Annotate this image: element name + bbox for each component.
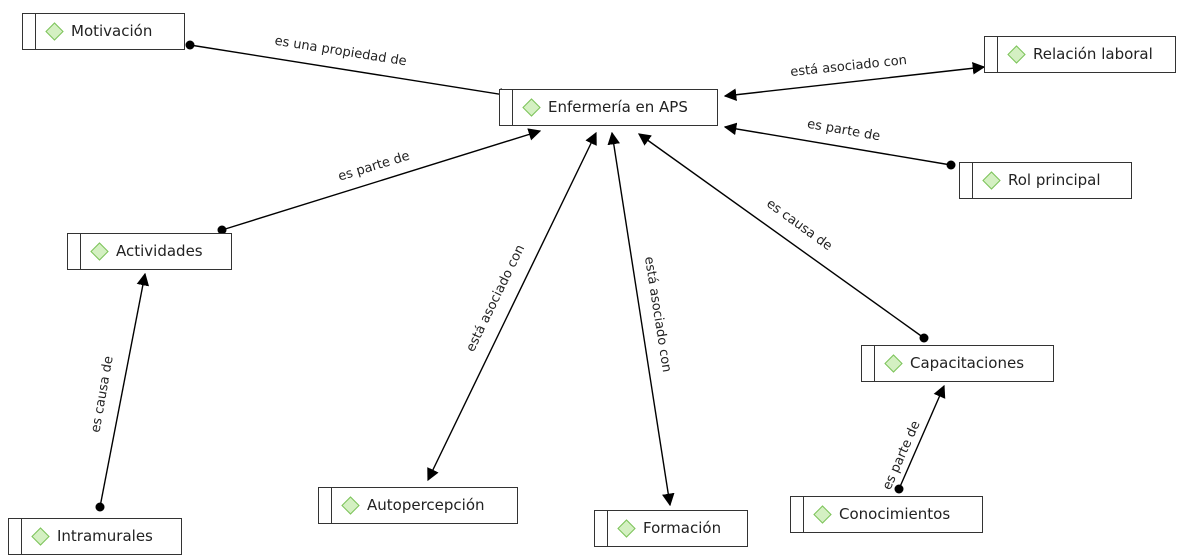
- relation-rol-enfermeria[interactable]: es parte de: [723, 117, 956, 170]
- concept-relacion-laboral[interactable]: Relación laboral: [984, 36, 1176, 73]
- relation-label: está asociado con: [790, 53, 908, 80]
- node-strip: [607, 511, 608, 546]
- relation-intramurales-actividades[interactable]: es causa de: [88, 272, 150, 512]
- concept-label: Intramurales: [57, 527, 153, 545]
- relation-motivacion-enfermeria[interactable]: es una propiedad de: [185, 34, 513, 101]
- concept-capacitaciones[interactable]: Capacitaciones: [861, 345, 1054, 382]
- concept-intramurales[interactable]: Intramurales: [8, 518, 182, 555]
- concept-diamond-icon: [31, 527, 50, 546]
- node-strip: [512, 90, 513, 125]
- concept-diamond-icon: [45, 22, 64, 41]
- concept-rol-principal[interactable]: Rol principal: [959, 162, 1132, 199]
- relation-capacitaciones-enfermeria[interactable]: es causa de: [637, 133, 929, 343]
- concept-enfermeria[interactable]: Enfermería en APS: [499, 89, 718, 126]
- relation-label: es parte de: [336, 149, 411, 185]
- relation-label: es una propiedad de: [273, 34, 407, 70]
- concept-label: Relación laboral: [1033, 45, 1153, 63]
- node-strip: [80, 234, 81, 269]
- concept-diamond-icon: [341, 496, 360, 515]
- node-strip: [972, 163, 973, 198]
- relation-label: está asociado con: [641, 255, 674, 373]
- relation-label: es parte de: [806, 117, 881, 145]
- concept-diamond-icon: [522, 98, 541, 117]
- node-strip: [331, 488, 332, 523]
- concept-diamond-icon: [1007, 45, 1026, 64]
- concept-formacion[interactable]: Formación: [594, 510, 748, 547]
- relation-label: está asociado con: [463, 243, 528, 355]
- node-strip: [21, 519, 22, 554]
- concept-diamond-icon: [813, 505, 832, 524]
- concept-label: Rol principal: [1008, 171, 1101, 189]
- concept-label: Conocimientos: [839, 505, 951, 523]
- node-strip: [874, 346, 875, 381]
- concept-label: Capacitaciones: [910, 354, 1025, 372]
- concept-label: Motivación: [71, 22, 153, 40]
- concept-label: Actividades: [116, 242, 203, 260]
- concept-diamond-icon: [90, 242, 109, 261]
- node-strip: [997, 37, 998, 72]
- relation-actividades-enfermeria[interactable]: es parte de: [217, 128, 542, 235]
- concept-autopercepcion[interactable]: Autopercepción: [318, 487, 518, 524]
- relation-label: es causa de: [88, 355, 116, 434]
- node-strip: [803, 497, 804, 532]
- concept-diamond-icon: [884, 354, 903, 373]
- concept-label: Enfermería en APS: [548, 98, 688, 116]
- relation-conocimientos-capacitaciones[interactable]: es parte de: [880, 384, 946, 494]
- node-strip: [35, 14, 36, 49]
- relation-label: es causa de: [763, 196, 834, 254]
- concept-actividades[interactable]: Actividades: [67, 233, 232, 270]
- concept-diamond-icon: [982, 171, 1001, 190]
- concept-label: Autopercepción: [367, 496, 485, 514]
- relation-enfermeria-autopercepcion[interactable]: está asociado con: [427, 131, 597, 482]
- concept-diamond-icon: [617, 519, 636, 538]
- relation-enfermeria-formacion[interactable]: está asociado con: [607, 131, 675, 507]
- concept-motivacion[interactable]: Motivación: [22, 13, 185, 50]
- concept-conocimientos[interactable]: Conocimientos: [790, 496, 983, 533]
- relation-enfermeria-relacion[interactable]: está asociado con: [723, 53, 986, 101]
- concept-label: Formación: [643, 519, 722, 537]
